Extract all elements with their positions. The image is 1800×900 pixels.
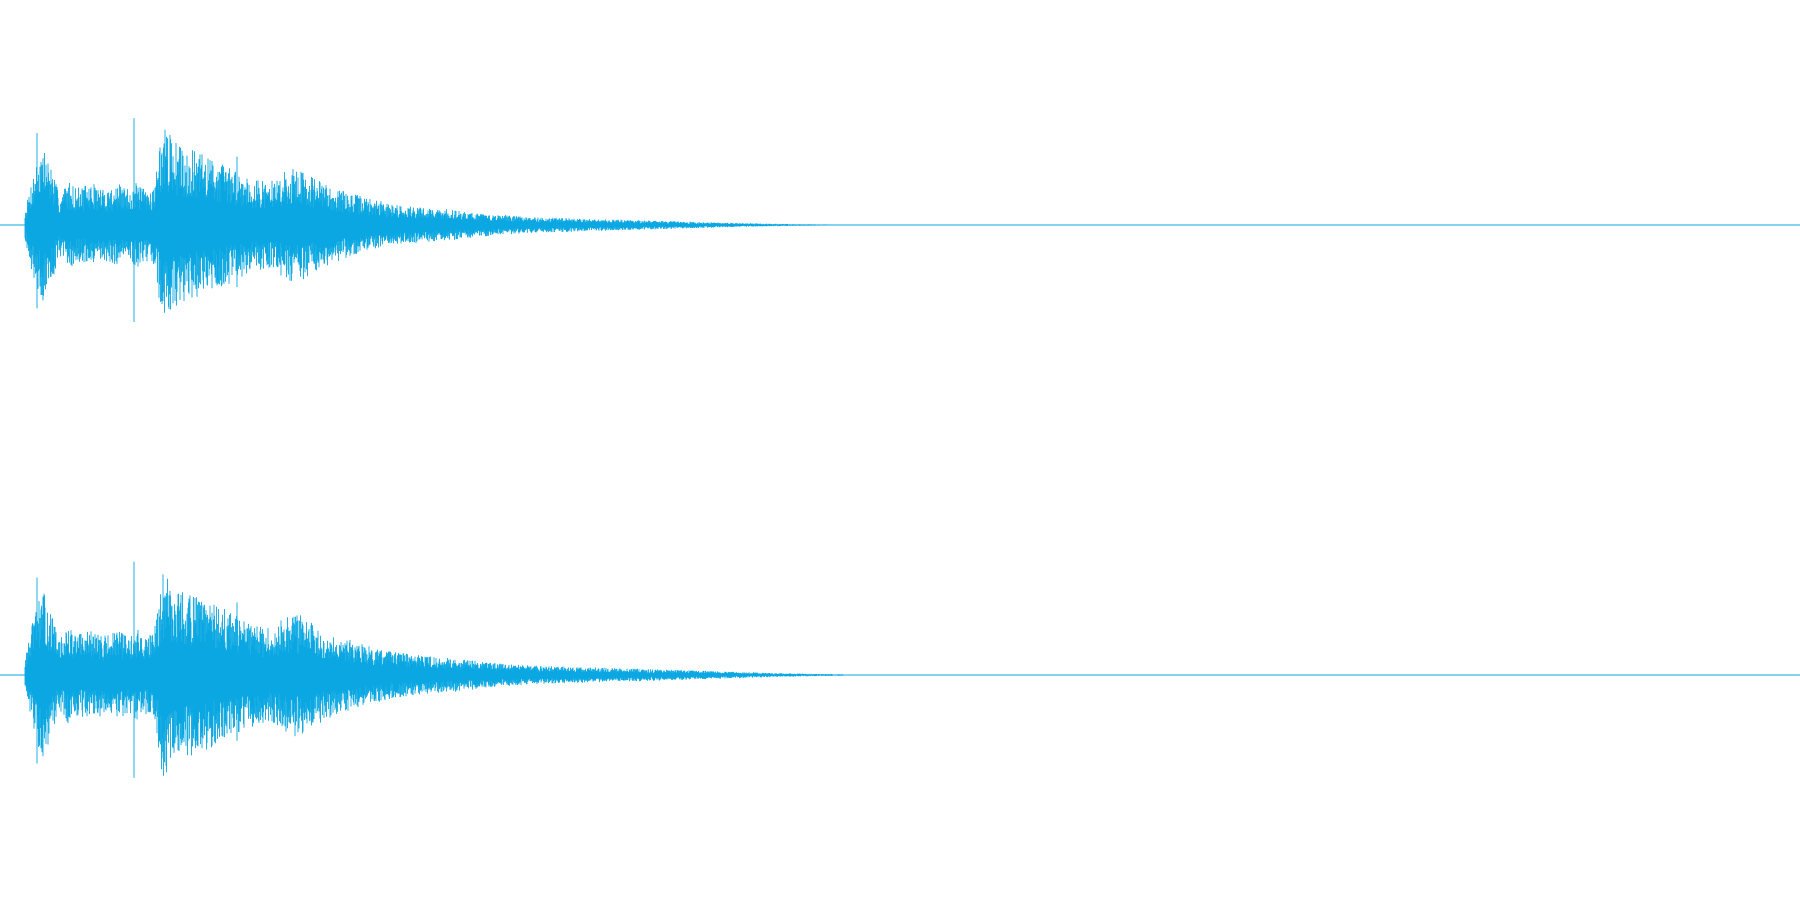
channel-top-waveform — [24, 118, 849, 322]
channel-bottom-waveform — [24, 561, 850, 778]
